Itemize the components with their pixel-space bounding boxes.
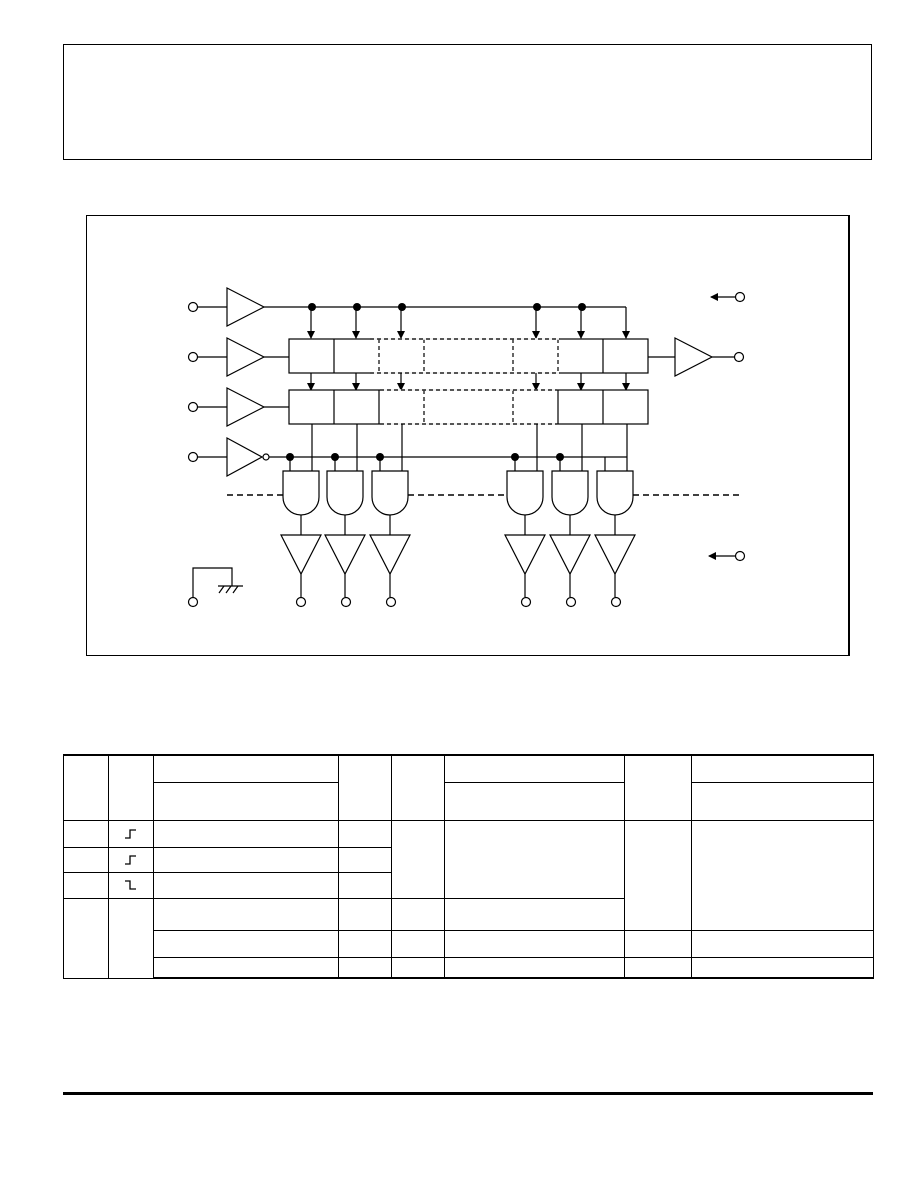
table-cell: [338, 897, 392, 931]
output-driver-5: [549, 534, 591, 576]
table-row: [63, 846, 874, 873]
table-row: [64, 956, 874, 979]
supply-pin-top: [734, 291, 746, 303]
input-pin-4: [187, 451, 199, 463]
table-cell: [63, 871, 109, 899]
latch-register: [288, 389, 649, 425]
table-cell: [444, 819, 625, 899]
table-cell: [444, 956, 625, 979]
table-cell: [153, 846, 339, 873]
output-pin-6: [610, 596, 622, 608]
and-gate-4: [506, 470, 544, 516]
table-cell: [624, 929, 692, 958]
output-pin-4: [520, 596, 532, 608]
and-gate-6: [596, 470, 634, 516]
header-cell: [338, 754, 392, 821]
table-cell: [444, 929, 625, 958]
rising-edge-icon: [108, 846, 154, 873]
output-driver-3: [369, 534, 411, 576]
table-cell: [391, 819, 445, 899]
output-pin-1: [295, 596, 307, 608]
table-cell: [338, 871, 392, 899]
table-cell: [153, 871, 339, 899]
table-cell: [624, 819, 692, 931]
shift-register: [288, 338, 649, 374]
table-row: [63, 871, 874, 899]
table-cell: [153, 929, 339, 958]
header-cell: [691, 754, 874, 783]
input-pin-3: [187, 401, 199, 413]
input-buffer-3: [226, 387, 266, 427]
table-cell: [691, 819, 874, 931]
table-row: [64, 929, 874, 958]
table-cell: [153, 956, 339, 979]
header-cell: [444, 781, 625, 821]
title-box: [63, 44, 872, 160]
header-cell: [391, 754, 445, 821]
header-row-1: [63, 754, 874, 821]
inverter-bubble: [262, 453, 270, 461]
table-cell: [338, 819, 392, 848]
output-driver-2: [324, 534, 366, 576]
table-cell: [338, 929, 392, 958]
falling-edge-icon: [108, 871, 154, 899]
input-buffer-2: [226, 337, 266, 377]
table-cell: [391, 929, 445, 958]
rising-edge-icon: [108, 819, 154, 848]
header-cell: [444, 754, 625, 783]
table-cell: [338, 846, 392, 873]
serial-output-pin: [733, 351, 745, 363]
header-cell: [108, 754, 154, 821]
table-cell: [624, 956, 692, 979]
ground-wire: [192, 567, 233, 597]
ground-pin: [187, 596, 199, 608]
output-driver-1: [280, 534, 322, 576]
output-driver-4: [504, 534, 546, 576]
output-driver-6: [594, 534, 636, 576]
header-cell: [691, 781, 874, 821]
header-cell: [153, 754, 339, 783]
table-cell: [691, 956, 874, 979]
output-pin-5: [565, 596, 577, 608]
footer-rule: [63, 1092, 873, 1095]
truth-table: [63, 754, 874, 979]
table-cell: [338, 956, 392, 979]
input-pin-2: [187, 351, 199, 363]
supply-pin-bottom: [734, 550, 746, 562]
table-cell: [63, 846, 109, 873]
junction-dots: [286, 303, 586, 461]
and-gate-3: [371, 470, 409, 516]
table-cell: [153, 819, 339, 848]
table-cell: [153, 897, 339, 931]
table-row: [63, 897, 874, 979]
table-cell: [444, 897, 625, 931]
output-pin-2: [340, 596, 352, 608]
block-diagram-frame: [86, 215, 850, 656]
input-pin-1: [187, 301, 199, 313]
input-buffer-4: [226, 436, 264, 478]
table-cell: [691, 929, 874, 958]
serial-output-buffer: [674, 337, 714, 377]
table-cell: [108, 897, 154, 979]
table-cell: [391, 897, 445, 931]
and-gate-5: [551, 470, 589, 516]
header-cell: [153, 781, 339, 821]
header-cell: [63, 754, 109, 821]
table-cell: [63, 897, 109, 979]
input-buffer-1: [226, 287, 266, 327]
and-gate-2: [326, 470, 364, 516]
table-cell: [391, 956, 445, 979]
and-gate-1: [282, 470, 320, 516]
header-row-2: [64, 781, 874, 821]
header-cell: [624, 754, 692, 821]
table-cell: [63, 819, 109, 848]
output-pin-3: [385, 596, 397, 608]
table-row: [63, 819, 874, 931]
